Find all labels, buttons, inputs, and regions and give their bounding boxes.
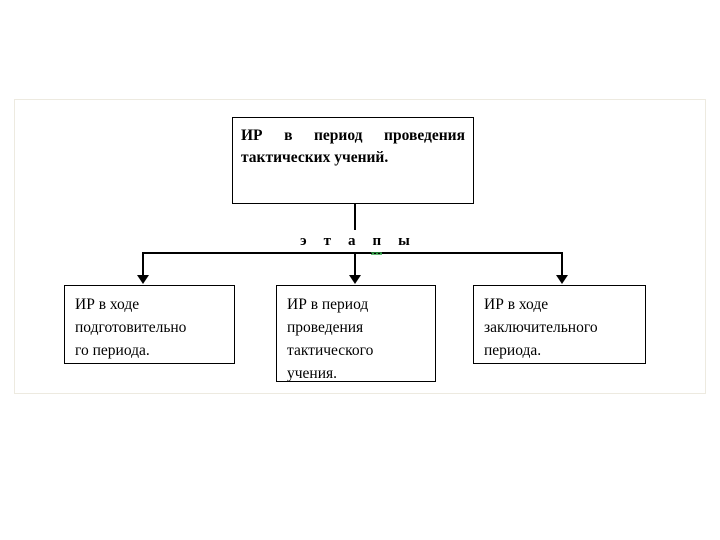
- arrowhead-right-icon: [556, 275, 568, 284]
- connector-drop-right: [561, 252, 563, 276]
- connector-distribution-bar: [142, 252, 563, 254]
- stage-letter-5: ы: [398, 233, 410, 249]
- node-leaf-preparatory[interactable]: ИР в ходе подготовительно го периода.: [64, 285, 235, 364]
- node-leaf-final[interactable]: ИР в ходе заключительного периода.: [473, 285, 646, 364]
- node-root[interactable]: ИР в период проведения тактических учени…: [232, 117, 474, 204]
- stage-letter-4-misspelled: п: [371, 230, 382, 255]
- node-leaf-during-exercise[interactable]: ИР в период проведения тактического учен…: [276, 285, 436, 382]
- stage-letter-3: а: [347, 233, 356, 249]
- stage-letter-1: э: [300, 233, 307, 249]
- node-leaf-during-exercise-label: ИР в период проведения тактического учен…: [287, 296, 374, 382]
- stage-letter-2: т: [323, 233, 331, 249]
- node-root-label: ИР в период проведения тактических учени…: [241, 127, 465, 166]
- arrowhead-left-icon: [137, 275, 149, 284]
- node-leaf-final-label: ИР в ходе заключительного периода.: [484, 296, 598, 359]
- connector-drop-left: [142, 252, 144, 276]
- node-leaf-preparatory-label: ИР в ходе подготовительно го периода.: [75, 296, 187, 359]
- arrowhead-center-icon: [349, 275, 361, 284]
